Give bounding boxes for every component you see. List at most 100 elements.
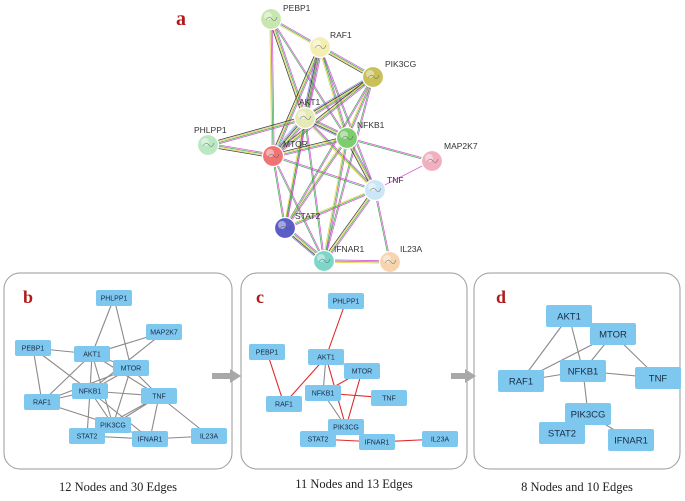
evidence-line [302,46,319,118]
node-akt1: AKT1 [74,346,110,362]
node-stat2: STAT2 [273,211,320,240]
node-box [359,434,395,450]
node-il23a: IL23A [422,431,458,447]
node-circle [335,126,359,150]
evidence-line [285,77,374,229]
evidence-line [272,46,320,156]
evidence-line [208,119,306,148]
node-circle [308,35,332,59]
node-raf1: RAF1 [24,394,60,410]
node-akt1: AKT1 [546,305,592,327]
node-label: PIK3CG [333,424,359,431]
node-label: MTOR [283,139,308,149]
edge-nfkb1-mtor [272,135,348,159]
evidence-line [324,138,349,262]
node-phlpp1: PHLPP1 [96,290,132,306]
panel-b-nodes: PHLPP1MAP2K7PEBP1AKT1MTORNFKB1RAF1TNFPIK… [15,290,227,447]
node-label: RAF1 [330,30,352,40]
node-label: IFNAR1 [365,439,390,446]
evidence-line [284,189,376,229]
evidence-line [271,75,373,155]
evidence-line [273,139,348,159]
node-tnf: TNF [363,175,404,202]
evidence-line [322,137,347,261]
evidence-line [323,189,375,261]
evidence-line [284,76,373,228]
node-nfkb1: NFKB1 [335,120,385,150]
edge-mtor-ifnar1 [272,155,325,262]
node-box [74,346,110,362]
node-box [308,349,344,365]
node-map2k7: MAP2K7 [420,141,478,173]
evidence-line [303,74,372,117]
evidence-line [285,118,307,229]
node-label: IL23A [431,436,450,443]
node-label: NFKB1 [312,390,335,397]
node-akt1: AKT1 [308,349,344,365]
node-label: NFKB1 [79,388,102,395]
evidence-line [304,117,376,191]
node-label: TNF [382,395,396,402]
node-box [24,394,60,410]
node-box [69,428,105,444]
node-mtor: MTOR [344,363,380,379]
evidence-line [272,137,347,156]
structure-icon [202,142,215,147]
node-tnf: TNF [141,388,177,404]
node-highlight [340,131,348,139]
node-highlight [383,255,391,263]
evidence-line [303,46,320,118]
evidence-line [208,118,306,146]
node-highlight [313,40,321,48]
evidence-line [271,18,275,156]
node-box [635,367,681,389]
node-pebp1: PEBP1 [249,344,285,360]
node-label: IFNAR1 [614,435,648,446]
node-label: PEBP1 [283,3,311,13]
node-label: RAF1 [509,376,533,387]
panel-c-caption: 11 Nodes and 13 Edges [295,477,413,491]
evidence-line [207,146,273,159]
edge-pebp1-mtor [269,18,275,157]
node-label: TNF [387,175,404,185]
node-il23a: IL23A [191,428,227,444]
evidence-line [272,156,285,229]
edge-tnf-ifnar1 [322,188,377,263]
evidence-line [272,156,375,191]
node-tnf: TNF [371,390,407,406]
node-box [344,363,380,379]
node-box [498,370,544,392]
edge-pebp1-raf1 [266,351,285,405]
evidence-line [285,138,349,229]
node-box [191,428,227,444]
edge-phlpp1-mtor [113,297,132,369]
node-label: STAT2 [295,211,320,221]
structure-icon [265,16,278,21]
node-circle [378,250,402,274]
panel-a-edges [207,17,433,264]
node-highlight [366,70,374,78]
node-pik3cg: PIK3CG [361,59,416,89]
node-stat2: STAT2 [539,422,585,444]
structure-icon [267,153,280,158]
evidence-line [319,46,348,139]
node-pebp1: PEBP1 [259,3,311,31]
node-nfkb1: NFKB1 [305,385,341,401]
node-label: PIK3CG [571,409,606,420]
evidence-line [305,117,325,261]
evidence-line [285,190,376,230]
evidence-line [375,189,391,262]
node-pebp1: PEBP1 [15,340,51,356]
node-highlight [266,149,274,157]
node-highlight [425,154,433,162]
edge-pik3cg-mtor [271,75,375,158]
node-box [132,431,168,447]
node-label: PIK3CG [385,59,416,69]
node-label: PHLPP1 [333,298,360,305]
structure-icon [369,187,382,192]
node-mtor: MTOR [261,139,308,168]
node-label: PEBP1 [256,349,279,356]
evidence-line [284,117,306,229]
